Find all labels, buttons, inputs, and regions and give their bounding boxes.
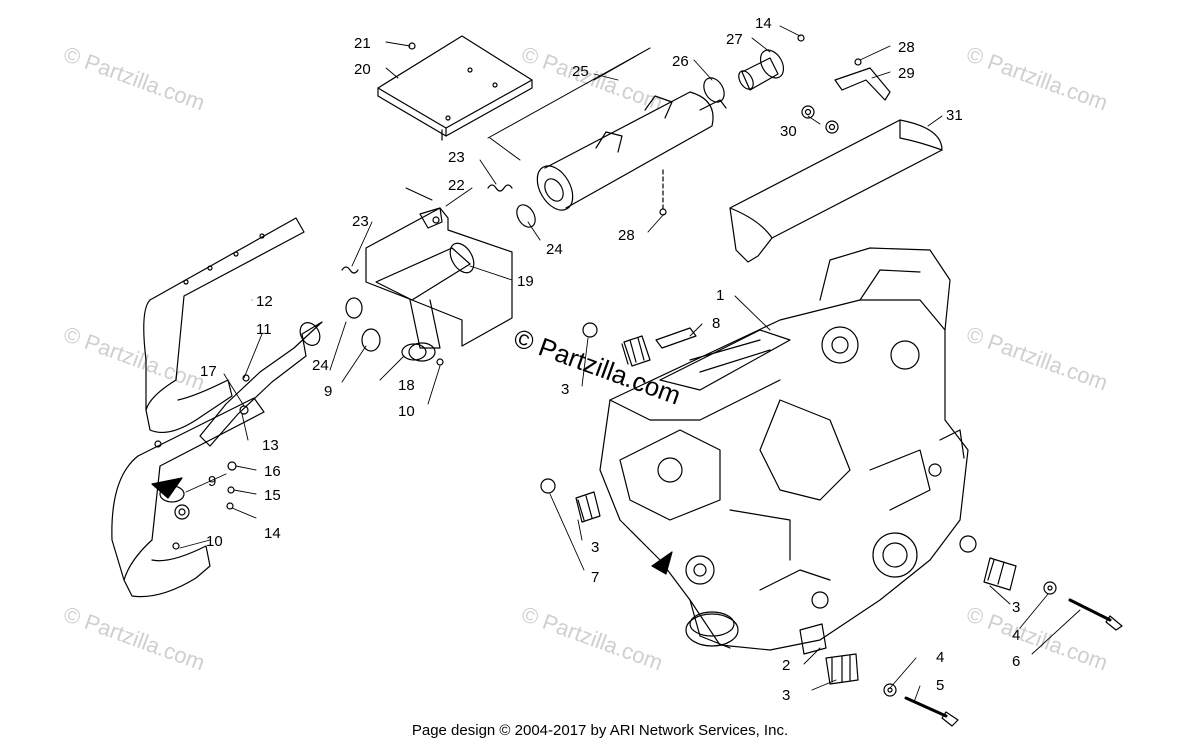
screw-28-lower	[659, 169, 667, 216]
spark-arrestor-27	[738, 49, 785, 91]
heat-shield-top	[377, 35, 533, 141]
callout: 4	[936, 649, 944, 666]
callout: 3	[591, 539, 599, 556]
callout: 1	[716, 287, 724, 304]
callout: 3	[782, 687, 790, 704]
callout: 13	[262, 437, 279, 454]
callout: 8	[712, 315, 720, 332]
spring-23-upper	[487, 184, 513, 192]
callout: 19	[517, 273, 534, 290]
watermark-large: © Partzilla.com	[510, 322, 685, 410]
watermark: © Partzilla.com	[60, 321, 208, 395]
callout-leaders	[179, 25, 1081, 703]
watermark: © Partzilla.com	[518, 601, 666, 675]
callout: 31	[946, 107, 963, 124]
washer-17	[239, 405, 249, 415]
callout: 17	[200, 363, 217, 380]
callout: 4	[1012, 627, 1020, 644]
nuts-30	[801, 105, 839, 134]
engine-mount-bottom	[799, 623, 959, 727]
heat-shield-12	[143, 217, 305, 433]
screw-10-upper	[436, 358, 444, 366]
callout: 23	[352, 213, 369, 230]
clamp-18	[401, 343, 427, 361]
screw-10-lower	[172, 542, 180, 550]
callout: 15	[264, 487, 281, 504]
callout: 6	[1012, 653, 1020, 670]
watermark: © Partzilla.com	[60, 601, 208, 675]
gasket-26	[703, 77, 725, 103]
engine-mount-upper	[582, 322, 651, 367]
callout: 20	[354, 61, 371, 78]
engine-assembly	[599, 247, 969, 651]
callout: 11	[256, 321, 272, 338]
callout: 5	[936, 677, 944, 694]
leader-lines	[405, 47, 651, 201]
y-pipe	[375, 242, 475, 362]
callout: 28	[618, 227, 635, 244]
decal-8	[655, 327, 697, 349]
callout: 10	[398, 403, 415, 420]
gasket-24-lower	[345, 297, 363, 319]
head-pipe-11	[199, 321, 323, 447]
engine-mount-right	[959, 535, 1123, 631]
ring-9-upper	[361, 328, 381, 352]
callout: 18	[398, 377, 415, 394]
washer-15	[227, 486, 235, 494]
spring-23-lower	[341, 266, 359, 274]
mount-bracket-19	[365, 207, 513, 347]
callout: 27	[726, 31, 743, 48]
callout: 24	[546, 241, 563, 258]
callout: 16	[264, 463, 281, 480]
callout: 24	[312, 357, 329, 374]
screw-14-lower	[226, 502, 234, 510]
callout: 25	[572, 63, 589, 80]
callout-labels: 21 20 25 27 14 26 28 29 30 31 23 22 23 2…	[200, 15, 1020, 704]
callout: 14	[264, 525, 281, 542]
callout: 3	[1012, 599, 1020, 616]
callout: 10	[206, 533, 223, 550]
callout: 9	[208, 473, 216, 490]
callout: 9	[324, 383, 332, 400]
callout: 29	[898, 65, 915, 82]
callout: 21	[354, 35, 371, 52]
callout: 7	[591, 569, 599, 586]
callout: 23	[448, 149, 465, 166]
callout: 22	[448, 177, 465, 194]
callout: 3	[561, 381, 569, 398]
callout: 14	[755, 15, 772, 32]
grommet-16	[227, 461, 237, 471]
engine-mount-left	[540, 478, 601, 523]
callout: 30	[780, 123, 797, 140]
watermark: © Partzilla.com	[963, 321, 1111, 395]
watermark: © Partzilla.com	[963, 601, 1111, 675]
gasket-24-upper	[516, 204, 536, 228]
watermark: © Partzilla.com	[963, 41, 1111, 115]
heat-shield-31	[729, 119, 943, 263]
callout: 26	[672, 53, 689, 70]
bracket-29	[834, 58, 891, 101]
screw-14-top	[797, 34, 805, 42]
watermark: © Partzilla.com	[518, 41, 666, 115]
heat-shield-13	[111, 397, 265, 598]
callout: 2	[782, 657, 790, 674]
watermark: © Partzilla.com	[60, 41, 208, 115]
muffler	[536, 91, 727, 211]
callout: 12	[256, 293, 273, 310]
callout: 28	[898, 39, 915, 56]
copyright-footer: Page design © 2004-2017 by ARI Network S…	[411, 722, 789, 739]
